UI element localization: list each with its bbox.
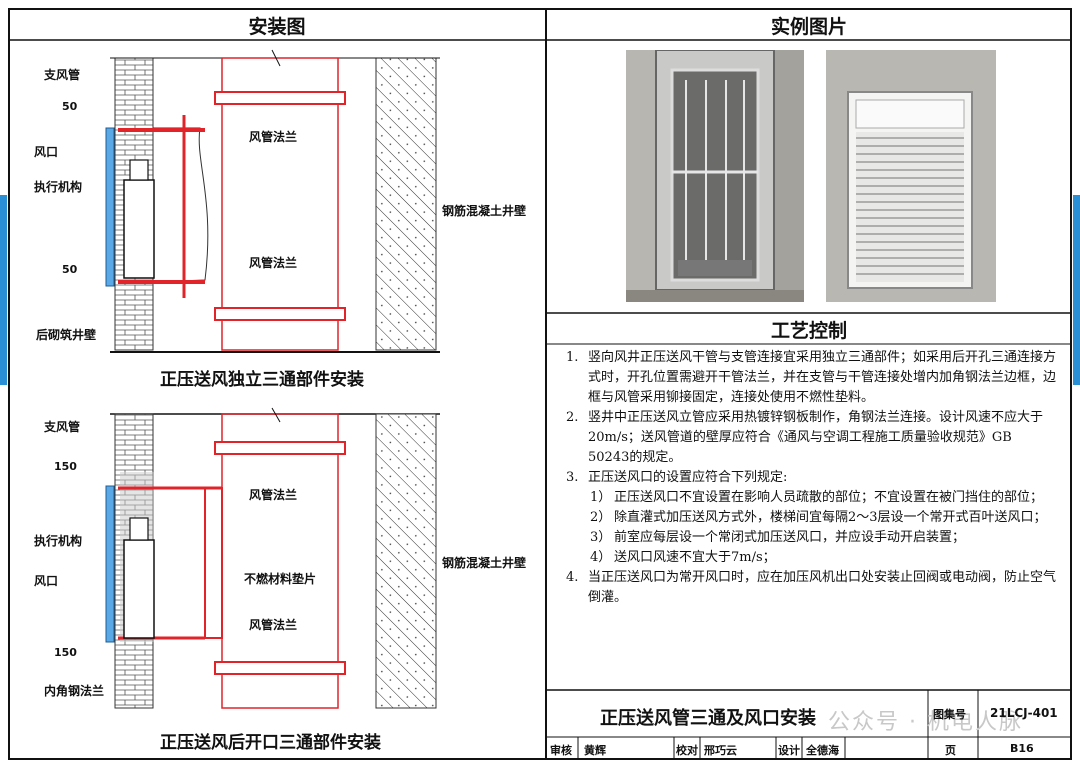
drawing-frame [8, 8, 1072, 760]
note-item: 3.正压送风口的设置应符合下列规定: [566, 470, 788, 485]
label-actuator-2: 执行机构 [34, 534, 83, 548]
page-number: B16 [1010, 742, 1034, 755]
label-flange-top-2: 风管法兰 [249, 488, 298, 502]
actuator-head-1 [129, 159, 149, 181]
dim-top-2: 150 [54, 460, 77, 473]
actuator-body-2 [123, 539, 155, 639]
photos-header: 实例图片 [770, 16, 847, 38]
note-item: 1.竖向风井正压送风干管与支管连接宜采用独立三通部件；如采用后开孔三通连接方式时… [566, 350, 1057, 405]
note-subitem: 3）前室应每层设一个常闭式加压送风口，并应设手动开启装置； [590, 530, 966, 545]
label-concrete-wall-1: 钢筋混凝土井壁 [442, 204, 527, 218]
note-subitem: 4）送风口风速不宜大于7m/s； [590, 550, 776, 565]
flange-2b [214, 661, 346, 675]
watermark: 公众号 · 机电人脉 [828, 710, 1023, 735]
caption-diagram-1: 正压送风独立三通部件安装 [160, 370, 364, 390]
page-label: 页 [945, 744, 956, 757]
diagram-rear-opening-tee [105, 407, 440, 709]
vent-2 [105, 485, 115, 643]
flange-1a [214, 91, 346, 105]
label-flange-bottom-1: 风管法兰 [249, 256, 298, 270]
check-label: 校对 [676, 744, 698, 757]
label-actuator-1: 执行机构 [34, 180, 83, 194]
left-edge-strip [0, 195, 7, 385]
reviewer-name: 黄辉 [584, 744, 606, 757]
process-header: 工艺控制 [770, 320, 847, 342]
photo-installed-frame [626, 50, 804, 302]
label-flange-bottom-2: 风管法兰 [249, 618, 298, 632]
atlas-number: 21LCJ-401 [990, 706, 1058, 720]
note-item: 2.竖井中正压送风立管应采用热镀锌钢板制作，角钢法兰连接。设计风速不应大于20m… [566, 410, 1044, 465]
label-branch-duct-2: 支风管 [44, 420, 81, 434]
label-vent-2: 风口 [34, 574, 59, 588]
vent-1 [105, 127, 115, 287]
note-item: 4.当正压送风口为常开风口时，应在加压风机出口处安装止回阀或电动阀，防止空气倒灌… [566, 570, 1057, 605]
actuator-body-1 [123, 179, 155, 279]
label-vent-1: 风口 [34, 145, 59, 159]
label-flange-top-1: 风管法兰 [249, 130, 298, 144]
label-gasket-2: 不燃材料垫片 [244, 572, 317, 586]
designer-name: 全德海 [806, 744, 839, 757]
dim-bottom-1: 50 [62, 263, 78, 276]
dim-top-1: 50 [62, 100, 78, 113]
review-label: 审核 [550, 744, 572, 757]
checker-name: 邢巧云 [704, 744, 737, 757]
label-branch-duct-1: 支风管 [44, 68, 81, 82]
flange-1b [214, 307, 346, 321]
label-concrete-wall-2: 钢筋混凝土井壁 [442, 556, 527, 570]
actuator-head-2 [129, 517, 149, 541]
note-subitem: 1）正压送风口不宜设置在影响人员疏散的部位；不宜设置在被门挡住的部位； [590, 490, 1044, 505]
note-subitem: 2）除直灌式加压送风方式外，楼梯间宜每隔2～3层设一个常开式百叶送风口； [590, 510, 1047, 525]
concrete-wall-1 [375, 57, 437, 351]
label-angle-flange-2: 内角钢法兰 [44, 684, 105, 698]
flange-2a [214, 441, 346, 455]
label-masonry-wall-1: 后砌筑井壁 [36, 328, 97, 342]
design-label: 设计 [778, 744, 800, 757]
photo-louvre-vent [826, 50, 996, 302]
caption-diagram-2: 正压送风后开口三通部件安装 [160, 733, 381, 753]
atlas-label: 图集号 [933, 708, 966, 721]
process-notes: 1.竖向风井正压送风干管与支管连接宜采用独立三通部件；如采用后开孔三通连接方式时… [566, 348, 1056, 608]
dim-bottom-2: 150 [54, 646, 77, 659]
drawing-title: 正压送风管三通及风口安装 [600, 708, 816, 729]
concrete-wall-2 [375, 413, 437, 709]
right-edge-strip [1073, 195, 1080, 385]
diagram-independent-tee [105, 49, 440, 353]
install-header: 安装图 [248, 16, 306, 38]
main-duct-1 [221, 57, 339, 351]
